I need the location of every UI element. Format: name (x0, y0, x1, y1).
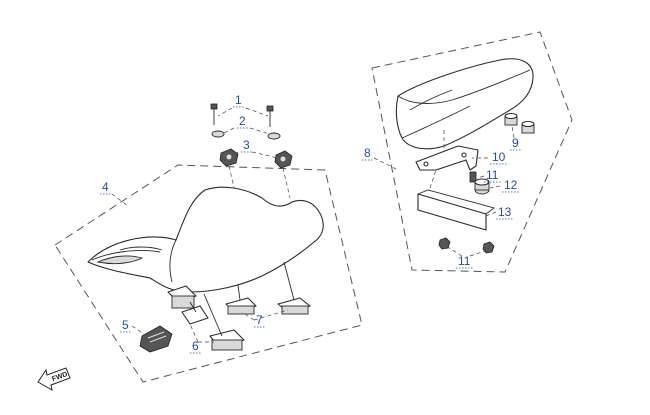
seat-damper-7a (225, 284, 257, 315)
callout-8-text: 8 (364, 146, 371, 160)
seat-bracket-left (167, 285, 197, 309)
callout-11-upper: 11 (484, 168, 502, 183)
callout-1-text: 1 (235, 93, 242, 107)
bolt-right (266, 105, 274, 127)
callout-2: 2 (237, 114, 248, 129)
callout-7-text: 7 (256, 313, 263, 327)
callout-11-lower: 11 (456, 254, 474, 269)
seat-damper-6a (181, 301, 209, 325)
washer-left (211, 130, 225, 138)
callout-3-text: 3 (243, 138, 250, 152)
rider-seat-group-outline (54, 164, 363, 383)
callout-10: 10 (490, 150, 508, 165)
callout-8: 8 (362, 146, 373, 161)
callout-6-text: 6 (192, 339, 199, 353)
plate-13 (417, 169, 496, 231)
callout-4: 4 (100, 180, 111, 195)
bumper-9a (504, 112, 518, 126)
callout-9-text: 9 (512, 136, 519, 150)
rubber-pad (139, 325, 173, 353)
callout-5: 5 (120, 318, 131, 333)
seat-damper-7b (277, 261, 311, 315)
label-leaders (111, 107, 515, 343)
callout-9: 9 (510, 136, 521, 151)
callout-1: 1 (233, 93, 244, 108)
stud-11-upper (469, 171, 477, 183)
rubber-cushion-12 (474, 178, 490, 195)
passenger-seat-group-outline (371, 31, 573, 273)
callout-13-text: 13 (498, 205, 512, 219)
callout-12-text: 12 (504, 178, 518, 192)
callout-11-upper-text: 11 (486, 168, 499, 182)
seat-bracket-10 (415, 130, 479, 171)
callout-11-lower-text: 11 (458, 254, 471, 268)
callout-2-text: 2 (239, 114, 246, 128)
passenger-seat (395, 58, 534, 150)
bumper-9b (521, 120, 535, 134)
nut-left (219, 148, 239, 167)
nut-11-lower-left (438, 237, 451, 250)
callout-4-text: 4 (102, 180, 109, 194)
callout-12: 12 (502, 178, 520, 193)
callout-10-text: 10 (492, 150, 506, 164)
seat-damper-6b (203, 293, 245, 351)
callout-6: 6 (190, 339, 201, 354)
nut-right (274, 150, 293, 169)
callout-13: 13 (496, 205, 514, 220)
forward-arrow-icon: FWD (37, 367, 71, 391)
nut-11-lower-right (482, 241, 495, 254)
callout-5-text: 5 (122, 318, 129, 332)
bolt-left (210, 103, 218, 125)
callout-7: 7 (254, 313, 265, 328)
callout-3: 3 (241, 138, 252, 153)
rider-seat (87, 186, 324, 293)
washer-right (267, 132, 281, 140)
